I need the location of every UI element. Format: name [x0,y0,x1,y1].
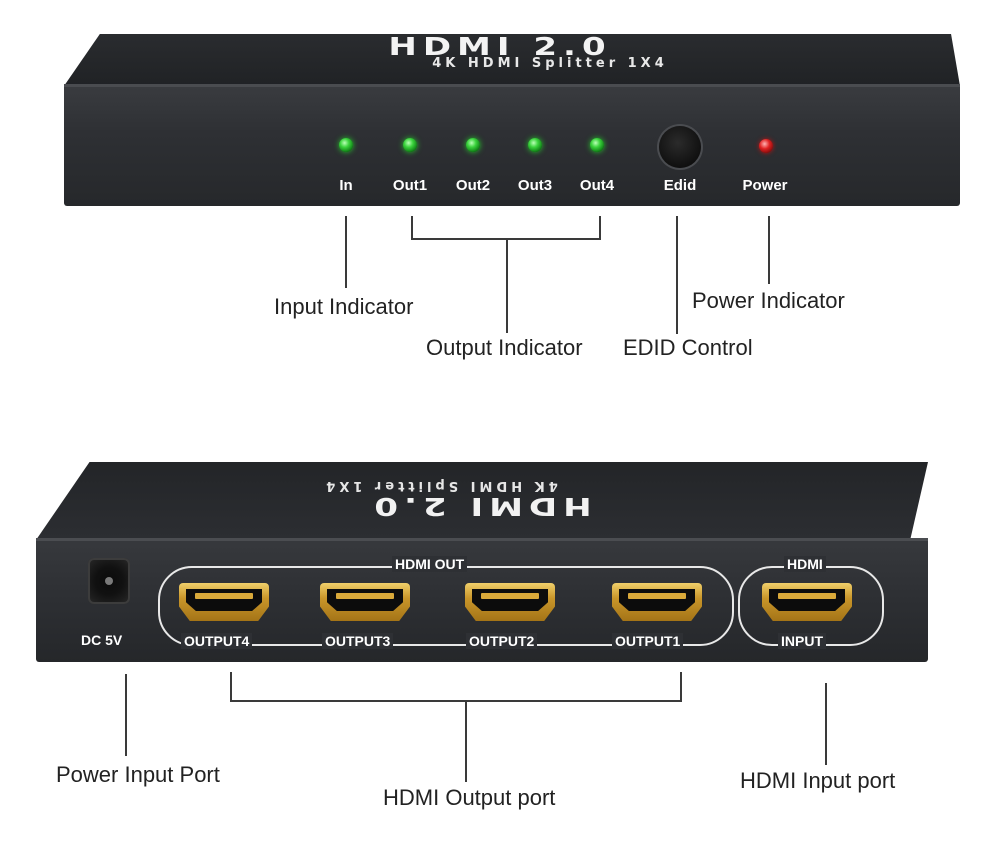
front-brand-title: HDMI 2.0 [388,32,612,62]
power-led [759,139,773,153]
caption-input-indicator: Input Indicator [274,294,414,319]
back-brand-title: HDMI 2.0 [368,491,592,521]
hdmi-output3-port[interactable] [320,583,410,621]
out4-led [590,138,604,152]
label-power: Power [742,177,788,194]
hdmi-input-leader [825,683,827,765]
output2-label: OUTPUT2 [466,633,538,649]
power-indicator-leader [768,216,770,284]
dc-5v-label: DC 5V [81,632,123,648]
port-tongue [628,593,686,599]
port-tongue [195,593,253,599]
output3-label: OUTPUT3 [322,633,394,649]
label-in: In [339,177,353,194]
power-input-leader [125,674,127,756]
input-label: INPUT [778,633,826,649]
hdmi-output-bracket-left [230,672,232,701]
input-indicator-leader [345,216,347,288]
out1-led [403,138,417,152]
label-edid: Edid [663,177,697,194]
hdmi-output2-port[interactable] [465,583,555,621]
back-panel-edge [36,538,928,541]
output-bracket-right [599,216,601,239]
hdmi-in-label: HDMI [784,556,826,572]
label-out4: Out4 [579,177,615,194]
port-tongue [778,593,836,599]
out3-led [528,138,542,152]
dc-jack-pin [105,577,113,585]
hdmi-output-leader [465,700,467,782]
output4-label: OUTPUT4 [181,633,253,649]
hdmi-output1-port[interactable] [612,583,702,621]
back-brand-subtitle: 4K HDMI Splitter 1X4 [322,478,558,493]
front-panel [64,84,960,206]
caption-power-input-port: Power Input Port [56,762,220,787]
caption-hdmi-output-port: HDMI Output port [383,785,556,810]
label-out2: Out2 [455,177,491,194]
hdmi-input-port[interactable] [762,583,852,621]
front-panel-edge [64,84,960,87]
edid-control-leader [676,216,678,334]
edid-button[interactable] [659,126,701,168]
label-out1: Out1 [392,177,428,194]
back-device-top [36,462,928,540]
caption-power-indicator: Power Indicator [692,288,845,313]
label-out3: Out3 [517,177,553,194]
caption-hdmi-input-port: HDMI Input port [740,768,896,793]
output1-label: OUTPUT1 [612,633,684,649]
output-indicator-leader [506,238,508,333]
hdmi-out-label: HDMI OUT [392,556,468,572]
port-tongue [481,593,539,599]
port-tongue [336,593,394,599]
hdmi-output-bracket-right [680,672,682,701]
caption-edid-control: EDID Control [623,335,753,360]
out2-led [466,138,480,152]
hdmi-output-bracket-bar [230,700,682,702]
input-led [339,138,353,152]
hdmi-output4-port[interactable] [179,583,269,621]
front-brand-subtitle: 4K HDMI Splitter 1X4 [432,56,668,71]
output-bracket-left [411,216,413,239]
front-device-top [64,34,960,86]
caption-output-indicator: Output Indicator [426,335,583,360]
